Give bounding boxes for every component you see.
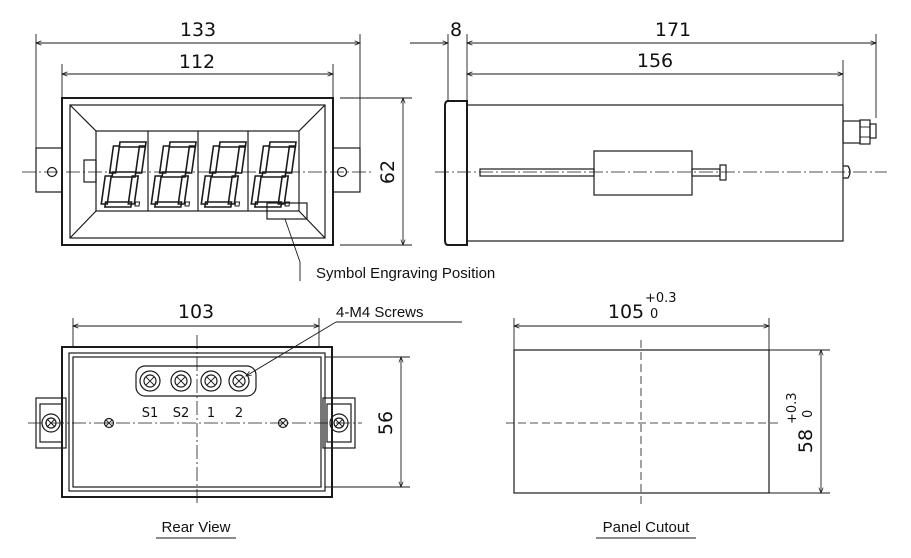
engraving-position-label: Symbol Engraving Position (316, 265, 495, 282)
digit-segment (218, 141, 247, 148)
cutout-caption: Panel Cutout (603, 519, 691, 536)
cutout-outline (513, 349, 770, 494)
decimal-point (234, 201, 241, 207)
cutout-height-tol-lower: 0 (801, 410, 816, 418)
rear-view-caption: Rear View (162, 519, 231, 536)
engraving-box (266, 202, 308, 220)
side-bezel (444, 100, 468, 246)
digit-segment (277, 175, 290, 205)
front-width-total-label: 133 (180, 19, 216, 41)
digit-segment (261, 171, 287, 178)
terminal-screw-icon (200, 370, 222, 392)
terminal-screw-icon (170, 370, 192, 392)
decimal-point (134, 201, 141, 207)
digit-segment (208, 145, 221, 174)
front-view: 133 112 Symbol Engraving Position (22, 19, 495, 282)
terminal-screw-icon (228, 370, 250, 392)
rear-height-label: 56 (375, 411, 397, 435)
side-bezel-depth-label: 8 (450, 19, 462, 41)
digit-segment (168, 141, 197, 148)
digit-2 (150, 141, 197, 208)
mounting-rod (479, 168, 595, 177)
side-body (466, 104, 844, 242)
side-view: 8 171 156 (410, 19, 887, 246)
mounting-clamp (593, 150, 693, 196)
digit-segment (134, 145, 147, 174)
digit-segment (234, 145, 247, 174)
digit-segment (211, 171, 237, 178)
left-mounting-ear (35, 147, 63, 193)
digit-segment (284, 145, 297, 174)
panel-cutout: 105 +0.3 0 58 +0.3 0 Panel Cutout (506, 291, 830, 539)
cutout-height-tol-upper: +0.3 (785, 392, 800, 424)
terminal-s2-label: S2 (173, 406, 190, 421)
digit-4 (250, 141, 297, 208)
digit-segment (150, 175, 163, 205)
side-total-depth-label: 171 (655, 19, 691, 41)
screws-label: 4-M4 Screws (336, 304, 424, 321)
digit-1 (100, 141, 147, 208)
front-bezel (61, 97, 334, 246)
digit-segment (268, 141, 297, 148)
digit-segment (177, 175, 190, 205)
cutout-width-label: 105 (608, 301, 644, 323)
digit-segment (100, 175, 113, 205)
digit-segment (200, 175, 213, 205)
decimal-point (284, 201, 291, 207)
digit-segment (161, 171, 187, 178)
digit-segment (227, 175, 240, 205)
terminal-s1-label: S1 (142, 406, 159, 421)
front-width-body-label: 112 (179, 51, 215, 73)
digit-3 (200, 141, 247, 208)
digit-segment (127, 175, 140, 205)
terminal-2-label: 2 (235, 406, 243, 421)
digit-segment (250, 175, 263, 205)
digit-segment (184, 145, 197, 174)
rear-view: 103 S1 S2 1 2 (28, 301, 462, 539)
digit-segment (111, 171, 137, 178)
digit-segment (108, 145, 121, 174)
cutout-width-tol-lower: 0 (650, 307, 658, 322)
terminal-block (135, 365, 257, 397)
rear-width-label: 103 (178, 301, 214, 323)
cutout-width-tol-upper: +0.3 (645, 291, 677, 306)
terminal-screw-icon (139, 370, 161, 392)
digit-segment (158, 145, 171, 174)
decimal-point (184, 201, 191, 207)
terminal-1-label: 1 (207, 406, 215, 421)
engraving-leader (284, 218, 301, 263)
digit-segment (258, 145, 271, 174)
front-height-label: 62 (377, 160, 399, 184)
digit-segment (118, 141, 147, 148)
cutout-height-label: 58 (795, 429, 817, 453)
side-body-depth-label: 156 (637, 50, 673, 72)
seven-segment-display (100, 141, 297, 208)
